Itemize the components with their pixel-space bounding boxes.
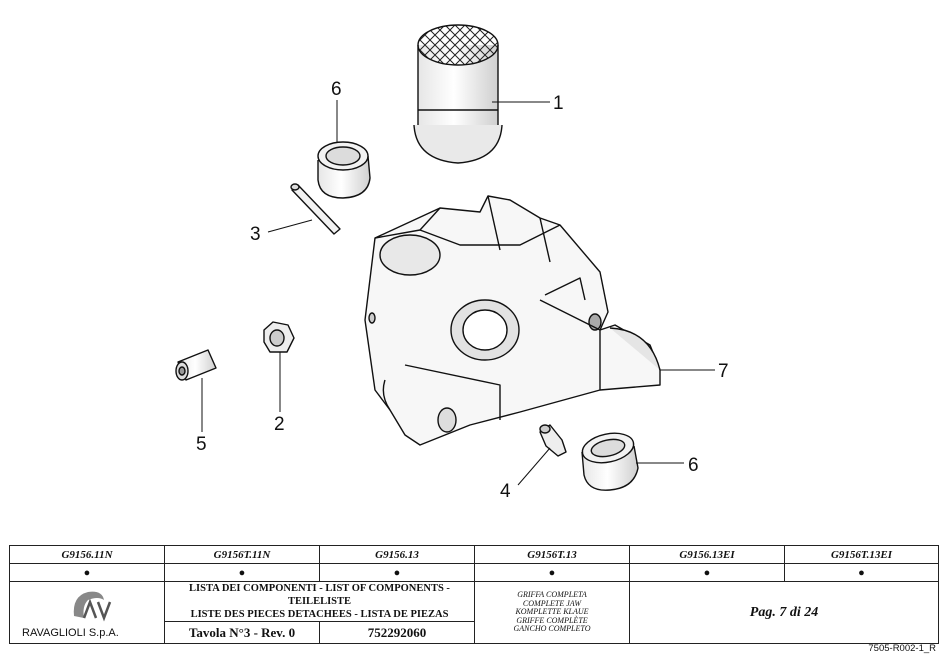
description-it: GRIFFA COMPLETA (517, 590, 587, 600)
model-code: G9156.13 (319, 545, 475, 564)
part-7-jaw-body (364, 195, 661, 446)
part-2-nut (263, 321, 295, 353)
title-line-2: LISTE DES PIECES DETACHEES - LISTA DE PI… (190, 609, 449, 620)
callout-1: 1 (553, 93, 564, 114)
applicability-mark: ● (319, 563, 475, 582)
part-1-pad (413, 24, 503, 164)
part-6-bushing-upper (317, 141, 371, 199)
applicability-mark: ● (474, 563, 630, 582)
applicability-mark: ● (9, 563, 165, 582)
part-5-set-screw (175, 349, 217, 381)
callout-2: 2 (274, 414, 285, 435)
model-code: G9156T.13 (474, 545, 630, 564)
applicability-mark: ● (164, 563, 320, 582)
table-revision: Tavola N°3 - Rev. 0 (164, 621, 320, 644)
part-6-bushing-lower (581, 432, 639, 491)
model-codes-row: G9156.11N G9156T.11N G9156.13 G9156T.13 … (9, 545, 939, 564)
callout-6-upper: 6 (331, 79, 342, 100)
description-es: GANCHO COMPLETO (513, 624, 591, 634)
company-name: RAVAGLIOLI S.p.A. (22, 627, 119, 639)
description-de: KOMPLETTE KLAUE (515, 607, 589, 617)
part-3-pin (290, 183, 341, 235)
applicability-row: ● ● ● ● ● ● (9, 563, 939, 582)
callout-4: 4 (500, 481, 511, 502)
component-list-title: LISTA DEI COMPONENTI - LIST OF COMPONENT… (164, 581, 475, 622)
model-code: G9156T.11N (164, 545, 320, 564)
leader-lines (201, 100, 715, 486)
model-code: G9156.13EI (629, 545, 785, 564)
document-reference: 7505-R002-1_R (868, 643, 936, 654)
applicability-mark: ● (629, 563, 785, 582)
description-en: COMPLETE JAW (522, 598, 582, 608)
callout-7: 7 (718, 361, 729, 382)
page-number: Pag. 7 di 24 (629, 581, 939, 644)
applicability-mark: ● (784, 563, 939, 582)
part-number: 752292060 (319, 621, 475, 644)
ravaglioli-logo (73, 591, 112, 622)
model-code: G9156T.13EI (784, 545, 939, 564)
title-block: G9156.11N G9156T.11N G9156.13 G9156T.13 … (9, 545, 939, 644)
description-fr: GRIFFE COMPLÈTE (516, 615, 588, 625)
company-logo-cell: RAVAGLIOLI S.p.A. (9, 581, 165, 644)
callout-3: 3 (250, 224, 261, 245)
model-code: G9156.11N (9, 545, 165, 564)
callout-5: 5 (196, 434, 207, 455)
description-cell: GRIFFA COMPLETA COMPLETE JAW KOMPLETTE K… (474, 581, 630, 644)
callout-6-lower: 6 (688, 455, 699, 476)
exploded-parts-drawing: 1 6 3 2 5 7 4 6 (175, 24, 729, 502)
title-line-1: LISTA DEI COMPONENTI - LIST OF COMPONENT… (189, 583, 450, 607)
part-4-grease-nipple (539, 424, 567, 457)
